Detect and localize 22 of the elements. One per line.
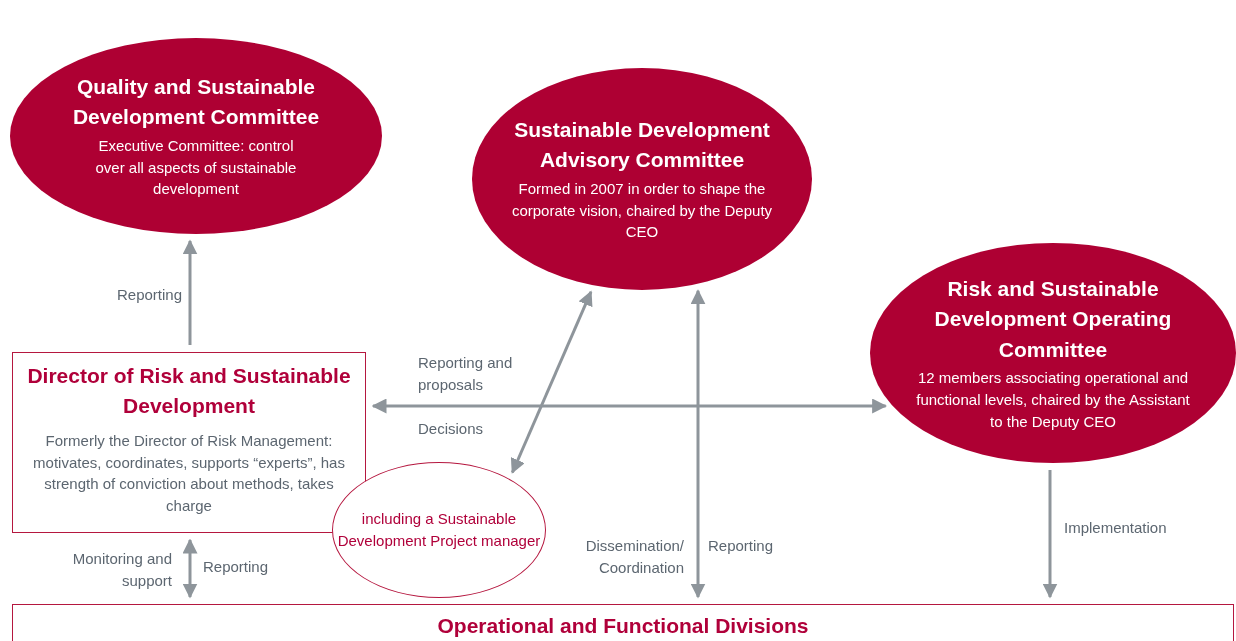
edge-label: Implementation xyxy=(1064,518,1168,538)
edge-label: Reporting xyxy=(203,557,270,577)
arrow xyxy=(371,398,888,414)
arrow xyxy=(690,289,706,599)
edge-label: Reporting xyxy=(115,285,182,305)
node-text: Executive Committee: control over all aspects of sustainable development xyxy=(94,135,298,200)
arrow xyxy=(182,538,198,599)
node-title: Sustainable Development Advisory Committee xyxy=(513,116,771,174)
flow-label: Dissemination/ Coordination xyxy=(584,536,684,578)
edge-label: Reporting and proposals xyxy=(418,353,514,395)
flow-label: Monitoring and support xyxy=(71,549,172,591)
flow-label: Decisions xyxy=(418,419,485,439)
edge-label: Reporting xyxy=(708,536,775,556)
node-title: Director of Risk and Sustainable Development xyxy=(26,363,352,420)
arrow xyxy=(510,290,593,474)
node-text: 12 members associating operational and functional levels, chaired by the Assistant to the Deputy CEO xyxy=(915,368,1191,432)
node-title: Quality and Sustainable Development Committee xyxy=(71,73,321,131)
arrow xyxy=(182,239,198,345)
node-title: Risk and Sustainable Development Operating Committee xyxy=(933,275,1173,363)
arrow xyxy=(1042,470,1058,599)
node-title: Operational and Functional Divisions xyxy=(436,613,810,639)
node-text: Formed in 2007 in order to shape the corporate vision, chaired by the Deputy CEO xyxy=(510,178,774,243)
